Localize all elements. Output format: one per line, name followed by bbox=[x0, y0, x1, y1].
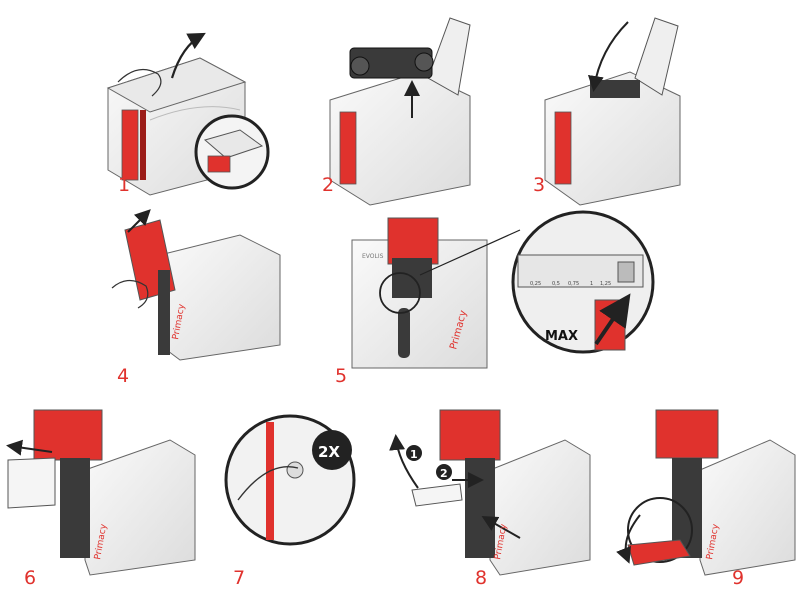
ribbon-cassette bbox=[349, 47, 434, 79]
step-number-2: 2 bbox=[322, 174, 334, 196]
hand-outline bbox=[117, 68, 162, 97]
gauge-scale: 0,25 0,5 0,75 1 1,25 bbox=[530, 281, 611, 287]
step-9-illustration: Primacy bbox=[616, 409, 796, 576]
step-6-illustration: Primacy bbox=[6, 409, 196, 576]
step-1-illustration bbox=[106, 32, 270, 196]
step-number-4: 4 bbox=[117, 365, 129, 387]
step-number-6: 6 bbox=[24, 567, 36, 589]
step-number-3: 3 bbox=[533, 174, 545, 196]
step-8-illustration: 1 2 Primacy bbox=[389, 409, 591, 576]
marker-2-label: 2 bbox=[440, 467, 448, 480]
logo-label: EVOLIS bbox=[362, 253, 384, 260]
lift-arrow bbox=[170, 32, 206, 79]
zoom-callout-step-1 bbox=[194, 114, 270, 190]
press-twice-badge: 2X bbox=[312, 430, 352, 470]
output-hopper bbox=[627, 539, 691, 566]
marker-2: 2 bbox=[436, 464, 452, 480]
open-cover bbox=[427, 17, 471, 96]
step-number-9: 9 bbox=[732, 567, 744, 589]
step-number-7: 7 bbox=[233, 567, 245, 589]
step-number-5: 5 bbox=[335, 365, 347, 387]
step-4-illustration: Primacy bbox=[111, 209, 281, 361]
step-5-illustration: EVOLIS Primacy 0,25 0,5 0,75 1 1,25 MAX bbox=[351, 210, 655, 369]
gauge-tick-4: 1,25 bbox=[600, 281, 611, 287]
open-feeder-cover bbox=[33, 409, 103, 461]
gauge-tick-0: 0,25 bbox=[530, 281, 541, 287]
step-3-illustration bbox=[544, 17, 681, 206]
card-stack bbox=[7, 457, 56, 509]
gauge-tick-3: 1 bbox=[590, 281, 593, 287]
step-2-illustration bbox=[329, 17, 471, 206]
zoom-callout-step-5: 0,25 0,5 0,75 1 1,25 MAX bbox=[511, 210, 655, 354]
max-arrow bbox=[594, 293, 631, 346]
step-7-illustration: 2X bbox=[224, 414, 356, 546]
max-label: MAX bbox=[545, 329, 578, 344]
step-number-1: 1 bbox=[118, 174, 130, 196]
marker-1-label: 1 bbox=[410, 448, 418, 461]
marker-1: 1 bbox=[406, 445, 422, 461]
gauge-tick-1: 0,5 bbox=[552, 281, 560, 287]
gauge-tick-2: 0,75 bbox=[568, 281, 579, 287]
down-arrow bbox=[587, 21, 629, 92]
step-number-8: 8 bbox=[475, 567, 487, 589]
times-badge-label: 2X bbox=[318, 443, 340, 461]
finger-outline bbox=[237, 466, 299, 501]
